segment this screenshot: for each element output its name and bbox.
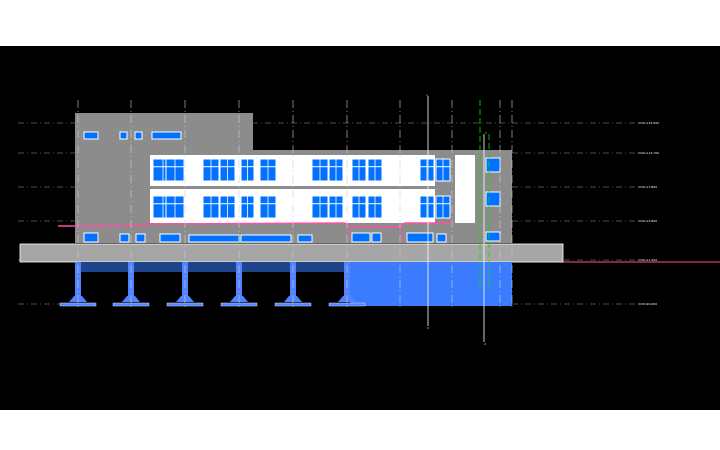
- axis-marker-green: B 2: [479, 100, 490, 346]
- ground-floor-infill: [350, 262, 512, 306]
- level-marker-roof: +15.600: [638, 121, 659, 125]
- level-label-podium: +1.100: [646, 258, 657, 262]
- level-marker-l2: +7.800: [638, 185, 657, 189]
- level-markers: +15.600 +11.700 +7.800 +3.900 +1.100 ±0.…: [638, 121, 659, 306]
- upper-window-bays: [150, 155, 475, 223]
- level-label-roof: +15.600: [646, 121, 659, 125]
- grid-lines: [77, 100, 513, 308]
- podium-slab: [19, 243, 564, 263]
- level-label-l2: +7.800: [646, 185, 657, 189]
- axis-tag-green: B: [485, 131, 487, 135]
- glazing-grid: [152, 158, 451, 219]
- elevation-drawing: +15.600 +11.700 +7.800 +3.900 +1.100 ±0.…: [18, 93, 720, 346]
- axis-tag-cyan: A: [426, 93, 429, 97]
- level-marker-podium: +1.100: [638, 258, 657, 262]
- level-marker-l1: +3.900: [638, 219, 657, 223]
- level-marker-l3: +11.700: [638, 151, 659, 155]
- level-label-l3: +11.700: [646, 151, 659, 155]
- axis-bottom-cyan: 1: [427, 326, 429, 330]
- column-base: [274, 302, 312, 307]
- axis-bottom-green: 2: [484, 342, 486, 346]
- level-marker-ground: ±0.000: [638, 302, 657, 306]
- axis-marker-cyan: A 1: [426, 93, 429, 330]
- level-label-l1: +3.900: [646, 219, 657, 223]
- column-base: [328, 302, 366, 307]
- cad-viewport[interactable]: +15.600 +11.700 +7.800 +3.900 +1.100 ±0.…: [0, 46, 720, 410]
- column-base: [166, 302, 204, 307]
- column-base: [112, 302, 150, 307]
- level-label-ground: ±0.000: [646, 302, 657, 306]
- first-floor-windows: [83, 232, 447, 243]
- column-base: [59, 302, 97, 307]
- tower-windows: [83, 131, 501, 242]
- column-base: [220, 302, 258, 307]
